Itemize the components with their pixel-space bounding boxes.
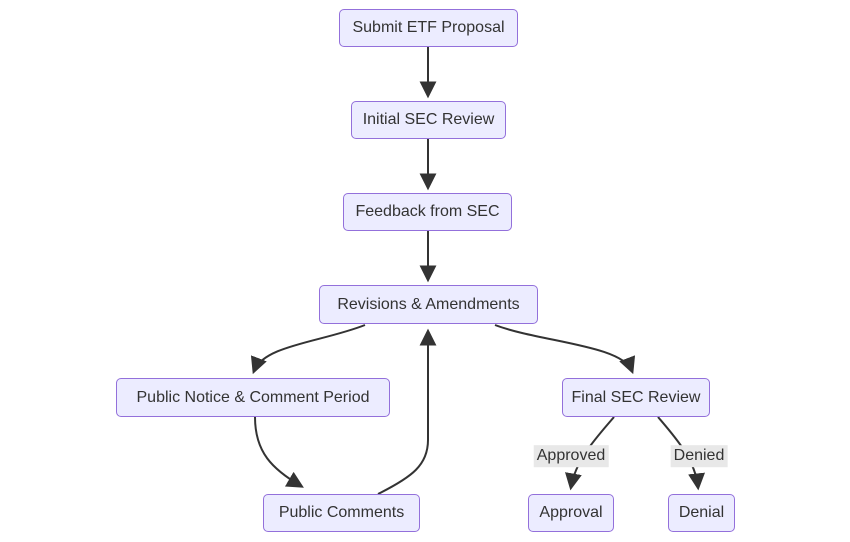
node-public-notice-and-comment-period: Public Notice & Comment Period bbox=[116, 378, 390, 417]
node-initial-sec-review: Initial SEC Review bbox=[351, 101, 506, 139]
edge-public-notice-to-public-comments bbox=[254, 416, 304, 488]
node-submit-etf-proposal: Submit ETF Proposal bbox=[339, 9, 518, 47]
edge-public-comments-to-revisions bbox=[377, 328, 437, 495]
node-feedback-from-sec: Feedback from SEC bbox=[343, 193, 512, 231]
edge-revisions-to-public-notice bbox=[250, 324, 366, 375]
node-revisions-and-amendments: Revisions & Amendments bbox=[319, 285, 538, 324]
edge-revisions-to-final-review bbox=[494, 324, 636, 375]
node-denial: Denial bbox=[668, 494, 735, 532]
node-final-sec-review: Final SEC Review bbox=[562, 378, 710, 417]
node-approval: Approval bbox=[528, 494, 614, 532]
edge-label-approved: Approved bbox=[533, 445, 609, 467]
node-public-comments: Public Comments bbox=[263, 494, 420, 532]
edge-label-denied: Denied bbox=[670, 445, 728, 467]
